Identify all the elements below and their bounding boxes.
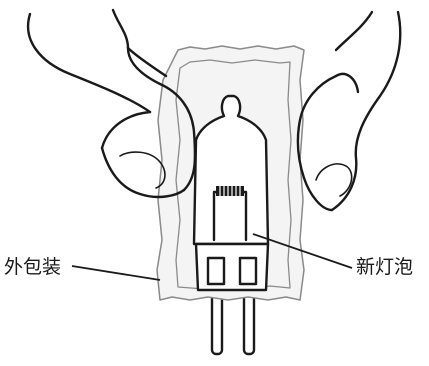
filament-coil [216,186,244,196]
packaging-label: 外包装 [4,256,62,278]
bulb-base [194,242,270,292]
right-hand [296,10,402,212]
base-slot-right [238,256,258,286]
bulb [192,94,270,292]
base-slot-left [206,256,226,286]
packaging-leader-line [71,265,161,281]
bulb-leader-line [252,233,353,269]
new-bulb-label: 新灯泡 [356,256,414,278]
